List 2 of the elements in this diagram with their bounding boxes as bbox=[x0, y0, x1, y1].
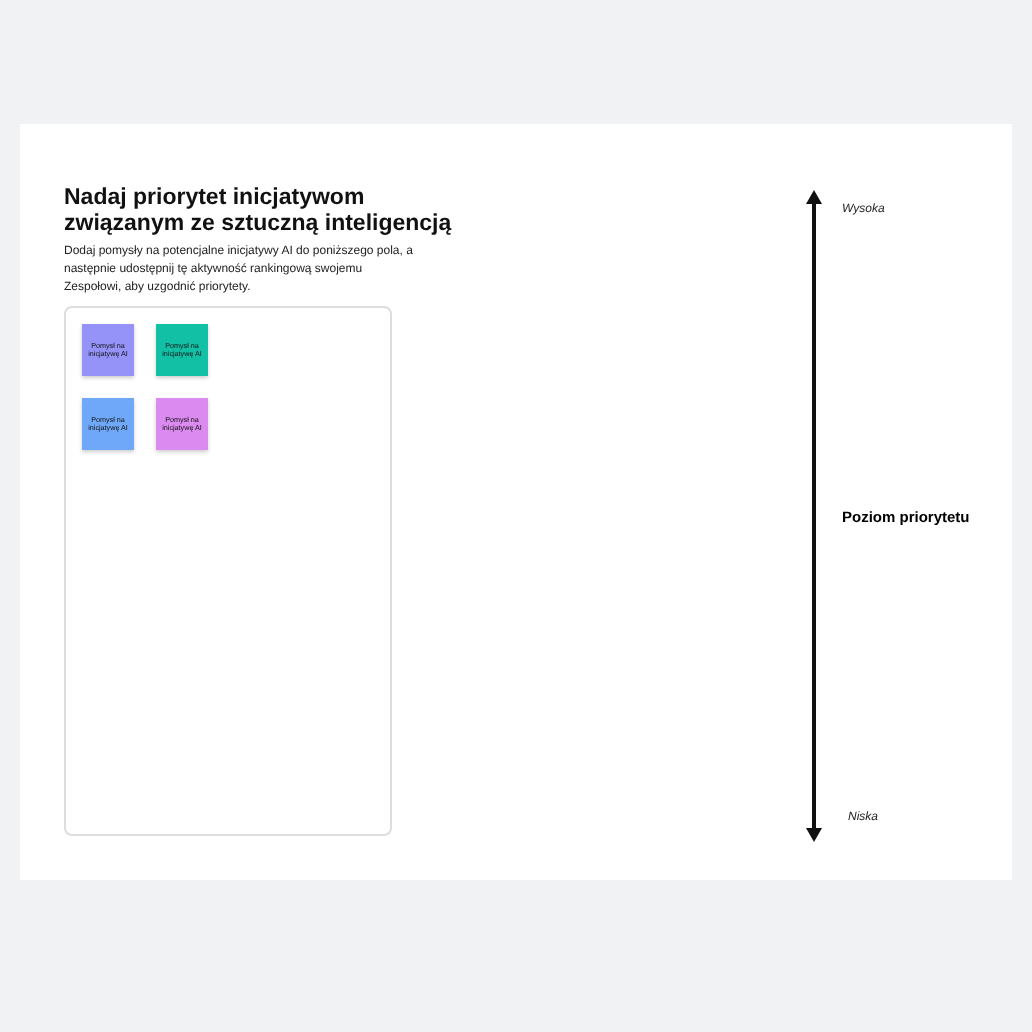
board-panel bbox=[64, 306, 392, 836]
title: Nadaj priorytet inicjatywom związanym ze sztuczną inteligencją bbox=[64, 186, 454, 238]
